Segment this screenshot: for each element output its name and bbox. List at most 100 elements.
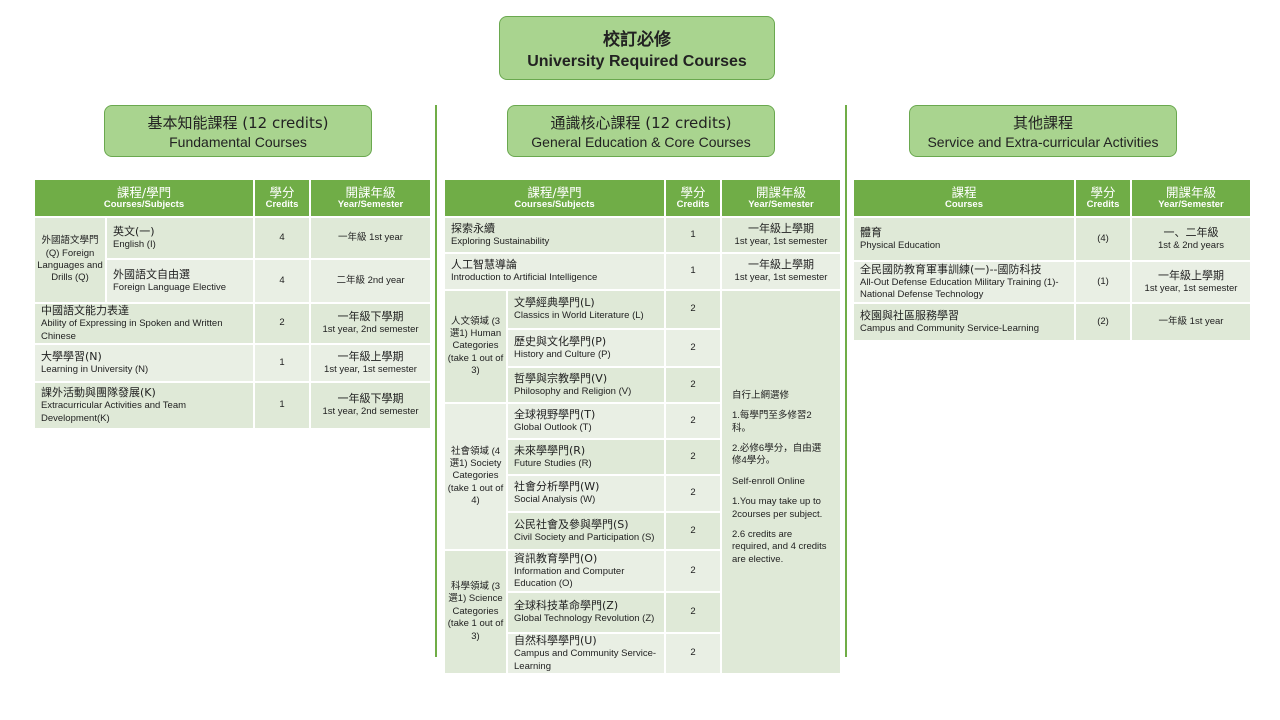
fundamental-courses-box: 基本知能課程 (12 credits) Fundamental Courses bbox=[104, 105, 372, 157]
note-line: 1.每學門至多修習2科。 bbox=[732, 410, 812, 434]
credits-cell: 1 bbox=[253, 342, 311, 383]
university-required-courses-box: 校訂必修 University Required Courses bbox=[499, 16, 775, 80]
course-cell: 公民社會及參與學門(S)Civil Society and Participat… bbox=[506, 511, 666, 551]
credits-cell: 2 bbox=[253, 302, 311, 345]
credits-cell: 2 bbox=[664, 328, 722, 368]
credits-cell: (2) bbox=[1074, 302, 1132, 342]
society-category-label: 社會領域 (4選1) Society Categories (take 1 ou… bbox=[443, 402, 508, 551]
note-line: 2.6 credits are required, and 4 credits … bbox=[732, 528, 827, 565]
note-line: Self-enroll Online bbox=[732, 475, 805, 487]
self-enroll-note: 自行上網選修 1.每學門至多修習2科。 2.必修6學分，自由選修4學分。 Sel… bbox=[720, 289, 842, 675]
credits-cell: 4 bbox=[253, 258, 311, 304]
course-cell: 歷史與文化學門(P)History and Culture (P) bbox=[506, 328, 666, 368]
table-row: 哲學與宗教學門(V)Philosophy and Religion (V) 2 bbox=[444, 366, 841, 404]
category-title-zh: 基本知能課程 (12 credits) bbox=[147, 114, 329, 132]
credits-cell: 1 bbox=[664, 252, 722, 291]
credits-cell: 2 bbox=[664, 402, 722, 440]
note-line: 自行上網選修 bbox=[732, 390, 790, 402]
note-line: 2.必修6學分，自由選修4學分。 bbox=[732, 443, 822, 467]
course-cell: 文學經典學門(L)Classics in World Literature (L… bbox=[506, 289, 666, 330]
table-row: 歷史與文化學門(P)History and Culture (P) 2 bbox=[444, 328, 841, 368]
course-cell: 全球視野學門(T)Global Outlook (T) bbox=[506, 402, 666, 440]
table-row: 自然科學學門(U)Campus and Community Service-Le… bbox=[444, 632, 841, 675]
category-title-en: General Education & Core Courses bbox=[531, 134, 751, 150]
category-title-zh: 通識核心課程 (12 credits) bbox=[550, 114, 732, 132]
category-title-en: Fundamental Courses bbox=[169, 134, 307, 150]
table-row: 人文領域 (3選1) Human Categories (take 1 out … bbox=[443, 289, 842, 675]
credits-cell: 2 bbox=[664, 591, 722, 634]
year-cell: 二年級 2nd year bbox=[309, 258, 432, 304]
header-title-en: University Required Courses bbox=[527, 53, 747, 70]
table-row: 外國語文學門(Q) Foreign Languages and Drills (… bbox=[33, 216, 432, 304]
table-row: 全球科技革命學門(Z)Global Technology Revolution … bbox=[444, 591, 841, 634]
year-cell: 一年級 1st year bbox=[1130, 302, 1252, 342]
table-row: 公民社會及參與學門(S)Civil Society and Participat… bbox=[444, 511, 841, 551]
credits-cell: 2 bbox=[664, 289, 722, 330]
year-cell: 一年級 1st year bbox=[309, 216, 432, 260]
course-cell: 全球科技革命學門(Z)Global Technology Revolution … bbox=[506, 591, 666, 634]
course-cell: 社會分析學門(W)Social Analysis (W) bbox=[506, 474, 666, 513]
course-cell: 哲學與宗教學門(V)Philosophy and Religion (V) bbox=[506, 366, 666, 404]
table-row: 大學學習(N)Learning in University (N) 1 一年級上… bbox=[33, 342, 432, 383]
header-title-zh: 校訂必修 bbox=[603, 30, 671, 50]
credits-cell: 4 bbox=[253, 216, 311, 260]
credits-cell: 2 bbox=[664, 511, 722, 551]
category-title-zh: 其他課程 bbox=[1012, 114, 1073, 132]
credits-cell: 2 bbox=[664, 438, 722, 476]
credits-cell: 2 bbox=[664, 366, 722, 404]
course-cell: 資訊教育學門(O)Information and Computer Educat… bbox=[506, 549, 666, 593]
other-courses-box: 其他課程 Service and Extra-curricular Activi… bbox=[909, 105, 1177, 157]
credits-cell: 1 bbox=[664, 216, 722, 254]
table-row: 課外活動與團隊發展(K)Extracurricular Activities a… bbox=[33, 380, 432, 430]
table-row: 未來學學門(R)Future Studies (R) 2 bbox=[444, 438, 841, 476]
course-cell: 未來學學門(R)Future Studies (R) bbox=[506, 438, 666, 476]
credits-cell: (4) bbox=[1074, 216, 1132, 262]
course-cell: 課外活動與團隊發展(K)Extracurricular Activities a… bbox=[33, 380, 255, 430]
course-cell: 英文(一)English (I) bbox=[105, 216, 255, 260]
divider-line bbox=[435, 105, 437, 657]
category-title-en: Service and Extra-curricular Activities bbox=[927, 134, 1159, 150]
credits-cell: 2 bbox=[664, 474, 722, 513]
table-row: 科學領域 (3選1) Science Categories (take 1 ou… bbox=[443, 549, 841, 675]
table-row: 社會領域 (4選1) Society Categories (take 1 ou… bbox=[443, 402, 841, 551]
divider-line bbox=[845, 105, 847, 657]
course-cell: 大學學習(N)Learning in University (N) bbox=[33, 342, 255, 383]
general-education-box: 通識核心課程 (12 credits) General Education & … bbox=[507, 105, 775, 157]
science-category-label: 科學領域 (3選1) Science Categories (take 1 ou… bbox=[443, 549, 508, 675]
credits-cell: (1) bbox=[1074, 260, 1132, 304]
human-category-label: 人文領域 (3選1) Human Categories (take 1 out … bbox=[443, 289, 508, 404]
credits-cell: 2 bbox=[664, 549, 722, 593]
